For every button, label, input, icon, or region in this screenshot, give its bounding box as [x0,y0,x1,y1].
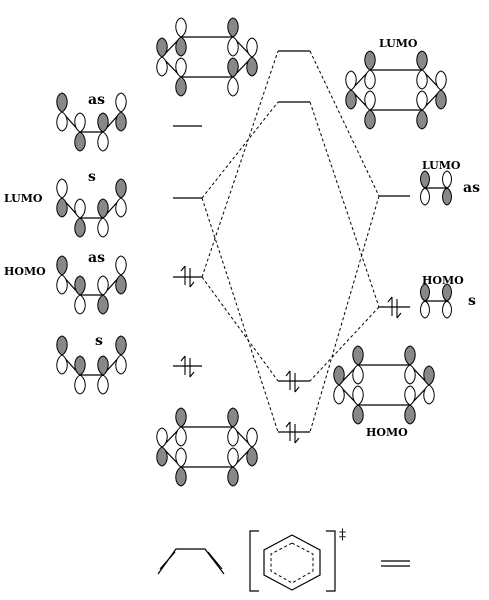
spin-up-arrow [387,296,393,316]
symmetry-label-as: as [88,250,105,266]
ts-homo-label: HOMO [366,426,408,439]
spin-up-arrow [285,370,291,390]
spin-down-arrow [294,373,300,393]
ts-mo-homo-right: HOMO [333,345,435,439]
ts-lumo-label: LUMO [379,37,418,50]
butadiene-homo-label: HOMO [4,265,46,278]
butadiene-mo-psi3-s: s LUMO [4,169,127,238]
symmetry-label-s: s [468,293,476,309]
butadiene-structure [157,548,225,575]
ts-energy-levels [278,50,310,433]
spin-up-arrow [180,265,186,285]
spin-down-arrow [189,268,195,288]
ethylene-structure [381,560,410,567]
butadiene-mo-psi1-s: s [56,333,127,395]
ts-mo-bottom-left [156,407,258,487]
butadiene-energy-levels [173,125,202,367]
ts-mo-top-left [156,17,258,97]
spin-up-arrow [285,421,291,441]
transition-state-dagger: ‡ [339,527,346,543]
electron-pairs [180,265,402,444]
butadiene-lumo-label: LUMO [4,192,43,205]
correlation-lines [201,50,380,433]
butadiene-mo-psi4-as: as [56,92,127,152]
symmetry-label-s: s [88,169,96,185]
ts-mo-lumo-right: LUMO [345,37,447,130]
spin-up-arrow [180,355,186,375]
ethylene-lumo-label: LUMO [422,159,461,172]
symmetry-label-as: as [463,180,480,196]
ethylene-pi-s: HOMO s [420,274,476,319]
transition-state-structure: ‡ [249,527,346,592]
ethylene-homo-label: HOMO [422,274,464,287]
symmetry-label-s: s [95,333,103,349]
ethylene-pi-star-as: LUMO as [420,159,480,206]
spin-down-arrow [189,358,195,378]
symmetry-label-as: as [88,92,105,108]
spin-down-arrow [396,299,402,319]
ethylene-energy-levels [379,195,410,308]
spin-down-arrow [294,424,300,444]
butadiene-mo-psi2-as: as HOMO [4,250,127,315]
